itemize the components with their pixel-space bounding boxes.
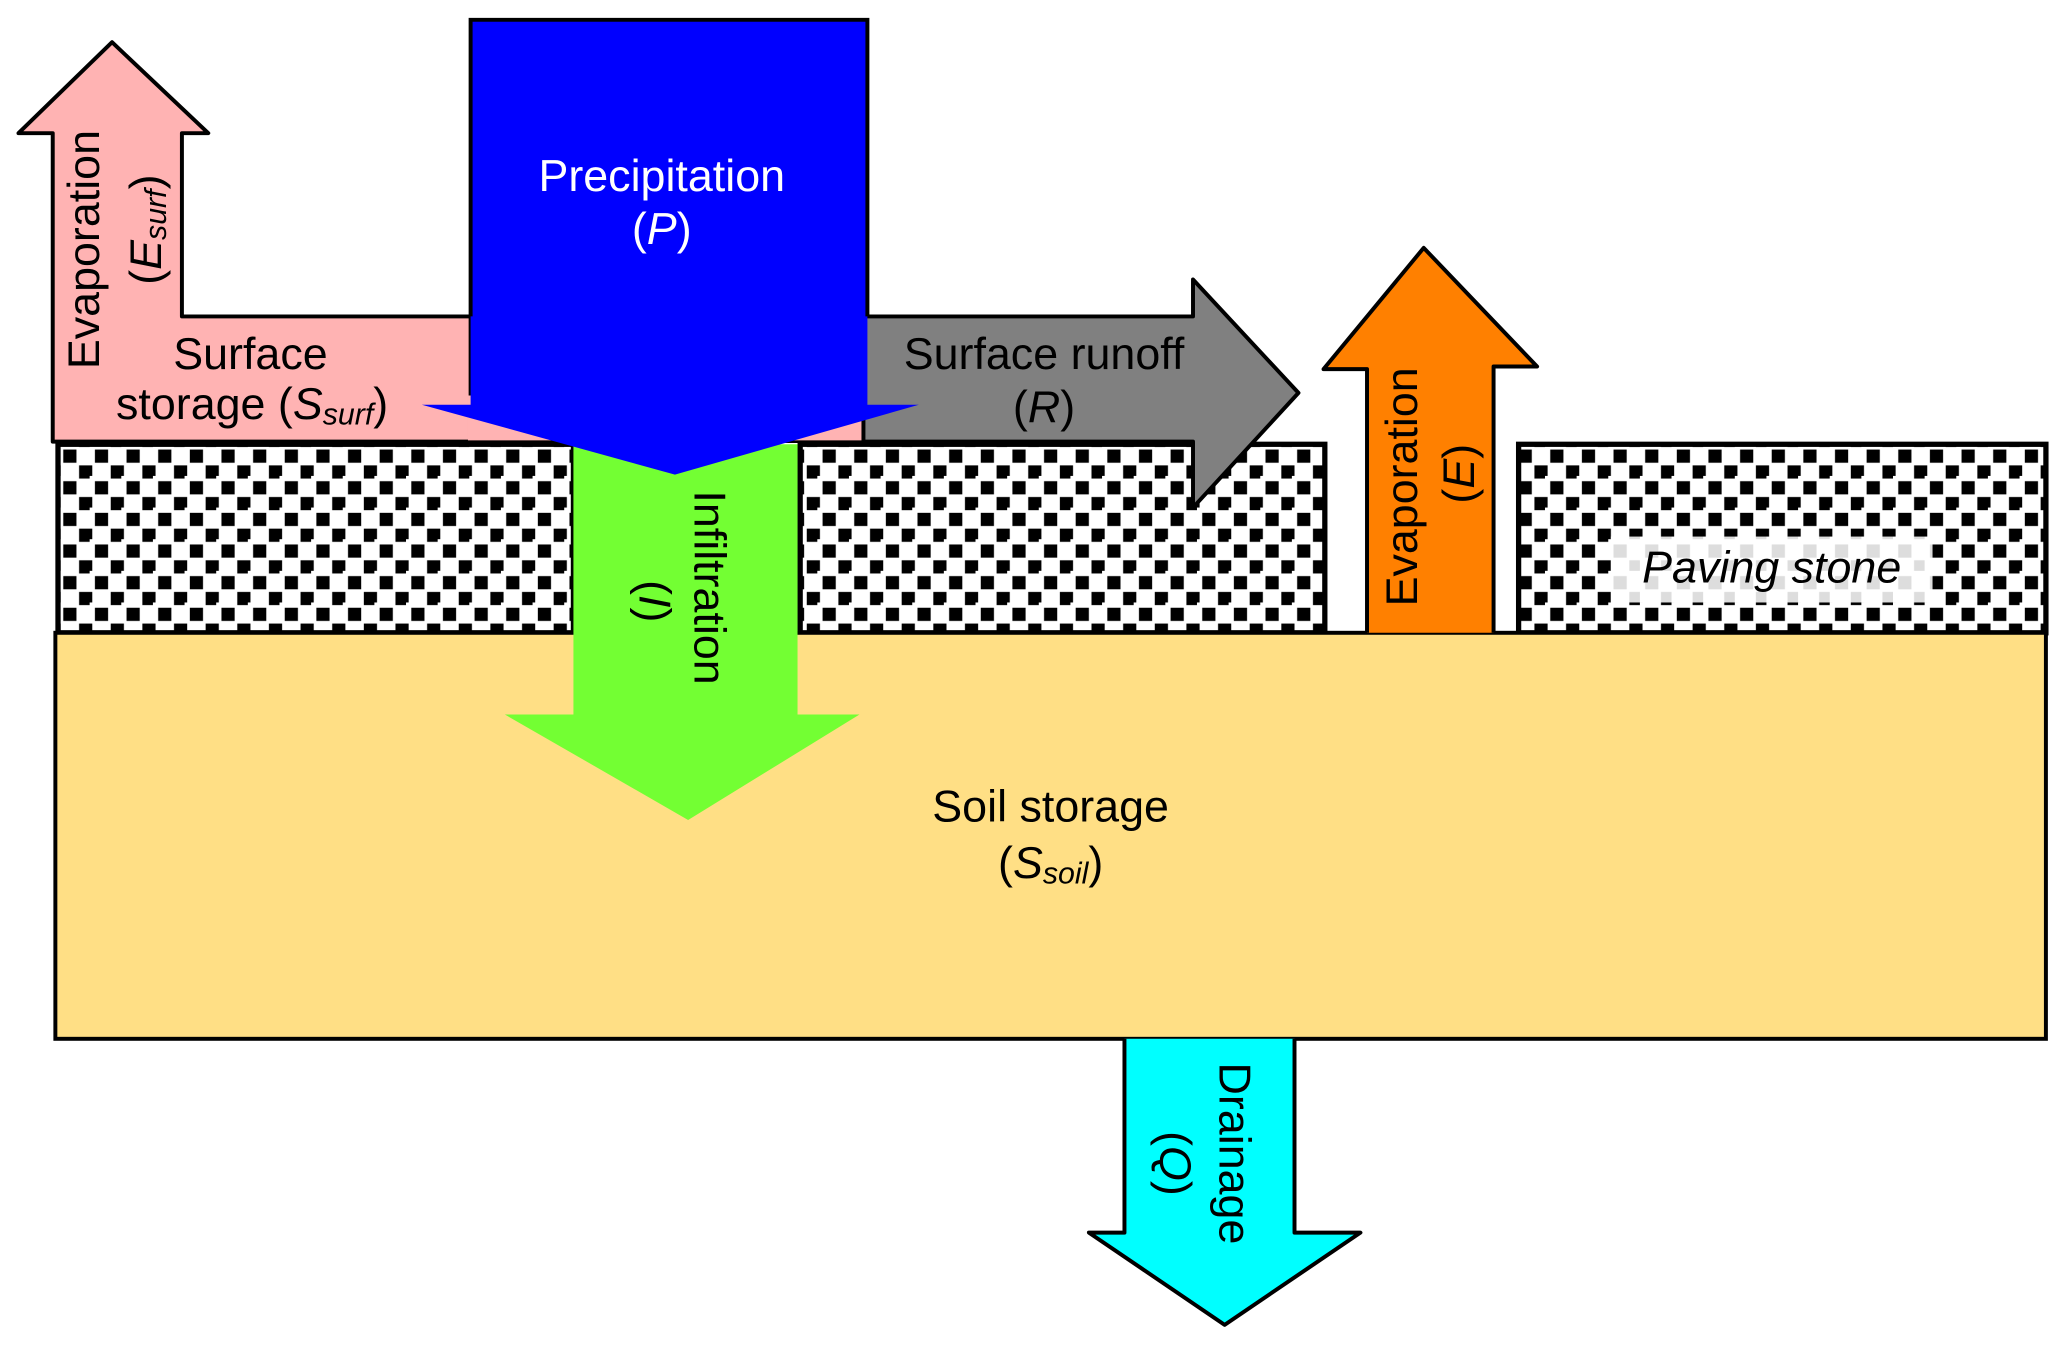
surface-runoff-symbol: (R) bbox=[1013, 382, 1075, 432]
precipitation-arrow bbox=[421, 19, 919, 475]
surface-storage-label: Surface bbox=[173, 329, 327, 379]
paving-label-bg bbox=[1610, 536, 1933, 603]
drainage-arrow bbox=[1086, 1038, 1363, 1327]
precipitation-symbol: (P) bbox=[632, 204, 692, 254]
svg-text:(Q): (Q) bbox=[1150, 1131, 1200, 1196]
infiltration-arrow bbox=[504, 444, 860, 820]
soil-storage-label: Soil storage bbox=[932, 781, 1169, 831]
paving-stone-label: Paving stone bbox=[1642, 543, 1901, 593]
paving-block-left bbox=[55, 441, 577, 636]
paving-stone-layer: Paving stone bbox=[55, 441, 2049, 636]
svg-text:(E): (E) bbox=[1434, 444, 1484, 504]
surface-storage-symbol: storage (Ssurf) bbox=[116, 379, 388, 431]
svg-text:(I): (I) bbox=[629, 580, 679, 622]
evaporation-symbol: (E) bbox=[1434, 444, 1484, 504]
svg-text:Infiltration: Infiltration bbox=[685, 490, 735, 684]
drainage-symbol: (Q) bbox=[1150, 1131, 1200, 1196]
svg-text:Evaporation: Evaporation bbox=[59, 130, 109, 369]
infiltration-symbol: (I) bbox=[629, 580, 679, 622]
svg-text:Drainage: Drainage bbox=[1209, 1063, 1259, 1245]
precipitation-label: Precipitation bbox=[538, 151, 785, 201]
infiltration-label: Infiltration bbox=[685, 490, 735, 684]
evaporation-arrow bbox=[1321, 245, 1540, 633]
evaporation-surf-label: Evaporation bbox=[59, 130, 109, 369]
paving-block-middle bbox=[797, 441, 1328, 636]
drainage-label: Drainage bbox=[1209, 1063, 1259, 1245]
surface-runoff-label: Surface runoff bbox=[904, 329, 1185, 379]
svg-text:Evaporation: Evaporation bbox=[1377, 367, 1427, 606]
soil-storage-box bbox=[53, 630, 2048, 1041]
surface-runoff-arrow bbox=[861, 277, 1301, 510]
evaporation-label: Evaporation bbox=[1377, 367, 1427, 606]
